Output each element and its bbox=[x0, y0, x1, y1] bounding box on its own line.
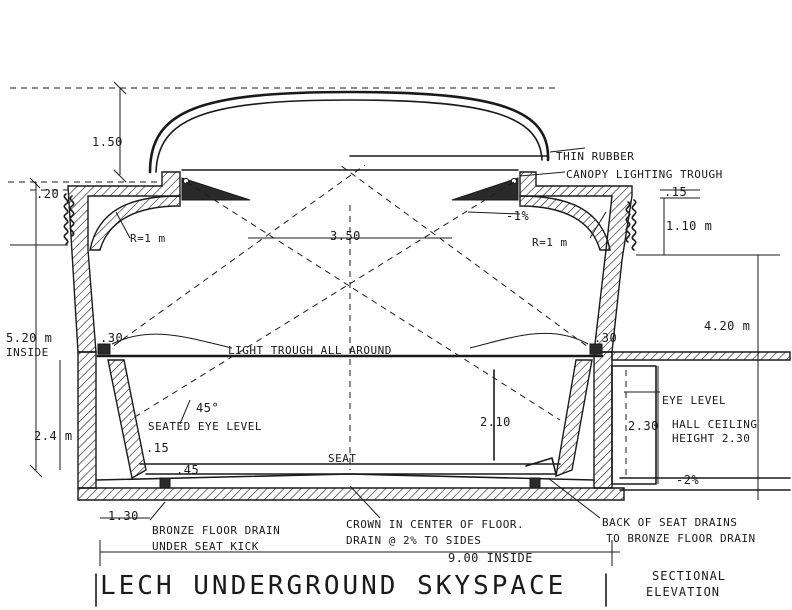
structure-shell bbox=[67, 171, 791, 501]
label-canopy-trough: CANOPY LIGHTING TROUGH bbox=[566, 168, 723, 181]
light-trough bbox=[96, 332, 604, 358]
dim-top-slab: .20 bbox=[36, 187, 59, 201]
label-thin-rubber: THIN RUBBER bbox=[556, 150, 634, 163]
dim-lower-height: 2.4 m bbox=[34, 429, 73, 443]
label-light-trough: LIGHT TROUGH ALL AROUND bbox=[228, 344, 392, 357]
dim-trough-left: .30 bbox=[100, 331, 123, 345]
dim-canopy-slope: -1% bbox=[506, 209, 529, 223]
dim-trough-right: .30 bbox=[594, 331, 617, 345]
canopy-trough bbox=[181, 169, 519, 201]
label-seated-eye-level: SEATED EYE LEVEL bbox=[148, 420, 262, 433]
label-radius-left: R=1 m bbox=[130, 232, 166, 245]
label-seat: SEAT bbox=[328, 452, 357, 465]
label-crown-2: DRAIN @ 2% TO SIDES bbox=[346, 534, 481, 547]
seat bbox=[107, 359, 593, 480]
drawing-subtitle-1: SECTIONAL bbox=[652, 569, 726, 583]
leader-lines bbox=[115, 147, 770, 521]
dim-outside-height: 4.20 m bbox=[704, 319, 750, 333]
reference-lines bbox=[8, 81, 780, 566]
dim-seat-back: 2.10 bbox=[480, 415, 511, 429]
dim-drain-offset: 1.30 bbox=[108, 509, 139, 523]
label-radius-right: R=1 m bbox=[532, 236, 568, 249]
label-hall-ceiling-1: HALL CEILING bbox=[672, 418, 757, 431]
dim-height-inside-label: INSIDE bbox=[6, 346, 49, 359]
dim-canopy-span: 3.50 bbox=[330, 229, 361, 243]
dim-outside-slope: -2% bbox=[676, 473, 699, 487]
dim-dome-height: 1.50 bbox=[92, 135, 123, 149]
dome bbox=[148, 90, 550, 174]
floor bbox=[95, 473, 595, 489]
dim-seat-kick: .15 bbox=[146, 441, 169, 455]
dim-rim-thickness: .15 bbox=[664, 185, 687, 199]
label-eye-level: EYE LEVEL bbox=[662, 394, 726, 407]
dim-hall-height: 2.30 bbox=[628, 419, 659, 433]
dim-width-inside: 9.00 INSIDE bbox=[448, 551, 533, 565]
hall bbox=[611, 365, 659, 485]
sight-lines bbox=[104, 164, 596, 470]
label-back-seat-2: TO BRONZE FLOOR DRAIN bbox=[606, 532, 756, 545]
dim-seat-height: .45 bbox=[176, 463, 199, 477]
dim-view-angle: 45° bbox=[196, 401, 219, 415]
label-back-seat-1: BACK OF SEAT DRAINS bbox=[602, 516, 737, 529]
label-hall-ceiling-2: HEIGHT 2.30 bbox=[672, 432, 750, 445]
label-bronze-drain-2: UNDER SEAT KICK bbox=[152, 540, 259, 553]
drawing-subtitle-2: ELEVATION bbox=[646, 585, 720, 599]
label-crown-1: CROWN IN CENTER OF FLOOR. bbox=[346, 518, 524, 531]
label-bronze-drain-1: BRONZE FLOOR DRAIN bbox=[152, 524, 280, 537]
drawing-title: LECH UNDERGROUND SKYSPACE bbox=[100, 571, 566, 601]
dim-height-inside: 5.20 m bbox=[6, 331, 52, 345]
dim-rim-height: 1.10 m bbox=[666, 219, 712, 233]
